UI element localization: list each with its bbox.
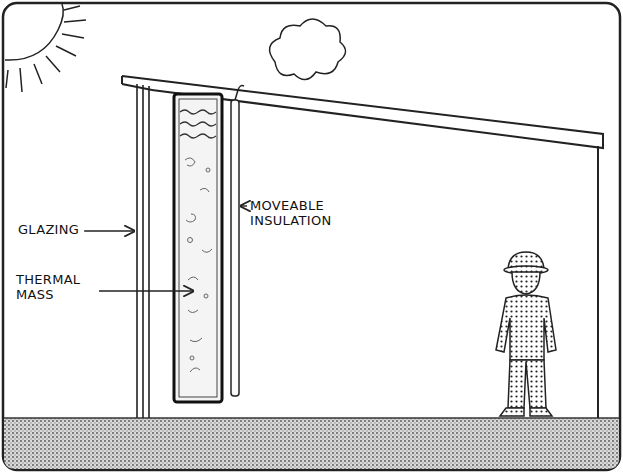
thermal-mass-label: THERMAL MASS [16,272,94,302]
person [496,252,556,416]
glazing-label: GLAZING [18,222,79,237]
leader-arrow [241,205,247,206]
moveable-insulation [231,86,244,397]
insulation-label: MOVEABLE INSULATION [250,198,350,228]
thermal-mass [174,94,222,402]
leader-arrow [84,230,134,231]
glazing [137,84,149,418]
cloud [270,19,346,80]
sun [5,4,86,92]
leader-arrow [99,290,193,291]
